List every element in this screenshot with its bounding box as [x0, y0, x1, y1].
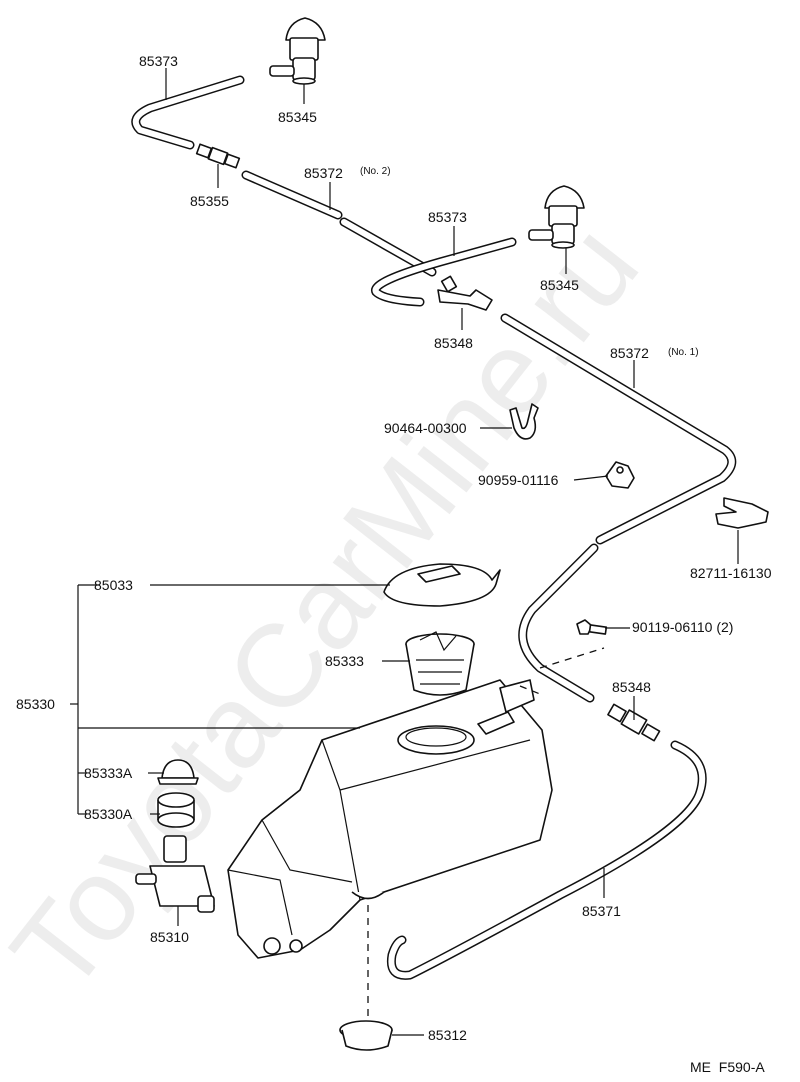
label-85330: 85330: [16, 696, 55, 712]
label-85312: 85312: [428, 1027, 467, 1043]
label-85345-top: 85345: [278, 109, 317, 125]
joint-85355: [195, 143, 241, 169]
grommet-85333A: [157, 759, 199, 785]
filler-cap-85033: [383, 563, 501, 607]
label-85373-mid: 85373: [428, 209, 467, 225]
bracket-82711-16130: [715, 497, 769, 529]
label-90119-06110: 90119-06110 (2): [632, 619, 733, 635]
label-85348-bottom: 85348: [612, 679, 651, 695]
label-85033: 85033: [94, 577, 133, 593]
label-82711-16130: 82711-16130: [690, 565, 772, 581]
footer-code: ME F590-A: [690, 1059, 765, 1075]
hose-85371: [386, 740, 707, 980]
hose-85372-no2: [241, 170, 437, 277]
label-85371: 85371: [582, 903, 621, 919]
joint-85348-top: [437, 275, 493, 311]
label-85372-no1-note: (No. 1): [668, 347, 699, 358]
label-85373-top: 85373: [139, 53, 178, 69]
assembly-line-bolt: [539, 647, 605, 669]
label-85355: 85355: [190, 193, 229, 209]
washer-tank: [227, 679, 553, 959]
strainer-85333: [405, 631, 475, 696]
hose-85372-no1: [500, 313, 737, 703]
bolt-90119-06110: [576, 619, 608, 635]
label-85310: 85310: [150, 929, 189, 945]
assembly-line-tank: [519, 685, 541, 695]
joint-85348-bottom: [607, 703, 661, 742]
label-85333A: 85333A: [84, 765, 133, 781]
label-85333: 85333: [325, 653, 364, 669]
hose-85373-mid: [371, 237, 517, 307]
label-90959-01116: 90959-01116: [478, 472, 559, 488]
clip-90959-01116: [605, 461, 635, 489]
washer-motor-85310: [135, 835, 215, 913]
grommet-85330A: [157, 792, 195, 828]
leader-lines: [70, 68, 739, 1036]
clamp-90464-00300: [509, 403, 539, 440]
label-85345-right: 85345: [540, 277, 579, 293]
washer-nozzle-85345-top: [269, 17, 326, 85]
washer-nozzle-85345-right: [528, 185, 585, 249]
label-85372-no2-note: (No. 2): [360, 166, 391, 177]
plug-85312: [339, 1020, 393, 1051]
label-85330A: 85330A: [84, 806, 133, 822]
label-85348-top: 85348: [434, 335, 473, 351]
label-85372-no2: 85372: [304, 165, 343, 181]
label-90464-00300: 90464-00300: [384, 420, 467, 436]
hose-85373-top: [131, 75, 245, 150]
label-85372-no1: 85372: [610, 345, 649, 361]
